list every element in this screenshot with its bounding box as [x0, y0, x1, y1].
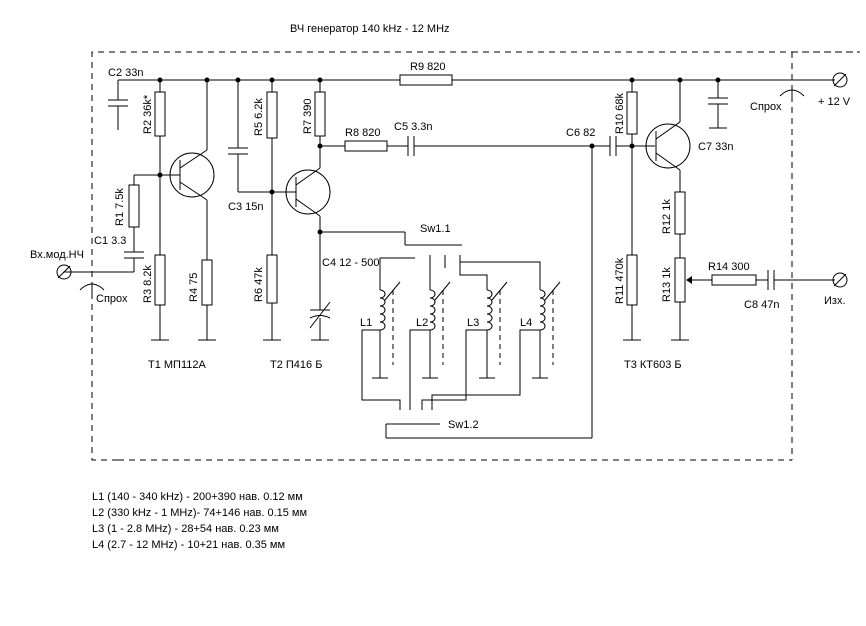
t2-transistor [285, 167, 331, 217]
r7-resistor [314, 91, 326, 137]
coil-l3 [459, 268, 508, 379]
r10-label: R10 68k [614, 93, 626, 134]
c2-label: C2 33n [108, 67, 143, 79]
l4-label: L4 [520, 317, 532, 329]
r5-resistor [266, 91, 278, 139]
r13-label: R13 1k [661, 267, 673, 302]
t1-transistor [160, 149, 215, 201]
l3-label: L3 [467, 317, 479, 329]
supply-terminal [832, 72, 848, 88]
r2-label: R2 36k* [142, 94, 154, 134]
l2-label: L2 [416, 317, 428, 329]
r2-resistor [154, 91, 166, 137]
r14-resistor [711, 274, 757, 286]
r9-resistor [399, 74, 453, 86]
c6-label: C6 82 [566, 127, 595, 139]
coil-note-l1: L1 (140 - 340 kHz) - 200+390 нав. 0.12 м… [92, 491, 303, 503]
enclosure-boundary [91, 51, 860, 461]
diagram-title: ВЧ генератор 140 kHz - 12 MHz [290, 23, 450, 35]
r4-resistor [201, 259, 213, 306]
output-label: Изх. [824, 295, 846, 307]
r1-label: R1 7.5k [114, 188, 126, 226]
c5-capacitor [407, 136, 415, 156]
c8-capacitor [767, 270, 775, 290]
r3-resistor [154, 254, 166, 306]
r1-resistor [128, 184, 140, 228]
r11-label: R11 470k [614, 257, 626, 304]
r10-resistor [626, 91, 638, 135]
c7-capacitor [708, 97, 728, 105]
c3-label: C3 15n [228, 201, 263, 213]
r12-resistor [674, 191, 686, 235]
feedthrough-right-label: Спрох [750, 101, 782, 113]
t3-label: T3 КТ603 Б [624, 359, 682, 371]
coil-l1 [372, 257, 415, 379]
c1-label: C1 3.3 [94, 235, 126, 247]
coil-note-l2: L2 (330 kHz - 1 MHz)- 74+146 нав. 0.15 м… [92, 507, 307, 519]
r12-label: R12 1k [661, 199, 673, 234]
t3-transistor [645, 121, 691, 171]
output-terminal [832, 272, 848, 288]
sw11-label: Sw1.1 [420, 223, 451, 235]
c4-label: C4 12 - 500 [322, 257, 379, 269]
input-label: Вх.мод.НЧ [30, 249, 84, 261]
r6-resistor [266, 254, 278, 304]
c6-capacitor [609, 136, 617, 156]
coil-l2 [422, 268, 451, 379]
r4-label: R4 75 [188, 273, 200, 302]
r5-label: R5 6.2k [253, 98, 265, 136]
r9-label: R9 820 [410, 61, 445, 73]
r14-label: R14 300 [708, 261, 750, 273]
coil-l4 [460, 261, 561, 379]
c1-capacitor [64, 251, 144, 273]
input-terminal [56, 264, 72, 280]
r8-resistor [344, 140, 388, 152]
coil-note-l4: L4 (2.7 - 12 MHz) - 10+21 нав. 0.35 мм [92, 539, 285, 551]
c5-label: C5 3.3n [394, 121, 433, 133]
c3-capacitor [228, 147, 248, 155]
l1-label: L1 [360, 317, 372, 329]
r13-potentiometer [674, 257, 686, 303]
junction-dots [157, 77, 721, 235]
sw12-label: Sw1.2 [448, 419, 479, 431]
c2-capacitor [108, 80, 128, 130]
t1-label: T1 МП112А [148, 359, 206, 371]
c4-variable-capacitor [309, 301, 331, 341]
coil-note-l3: L3 (1 - 2.8 MHz) - 28+54 нав. 0.23 мм [92, 523, 279, 535]
r11-resistor [626, 254, 638, 306]
r3-label: R3 8.2k [142, 265, 154, 303]
t2-label: T2 П416 Б [270, 359, 322, 371]
coil-notes: L1 (140 - 340 kHz) - 200+390 нав. 0.12 м… [92, 491, 307, 551]
supply-label: + 12 V [818, 96, 851, 108]
c7-label: C7 33n [698, 141, 733, 153]
r7-label: R7 390 [302, 99, 314, 134]
r8-label: R8 820 [345, 127, 380, 139]
c8-label: C8 47n [744, 299, 779, 311]
r6-label: R6 47k [253, 267, 265, 302]
feedthrough-left-label: Спрох [96, 293, 128, 305]
